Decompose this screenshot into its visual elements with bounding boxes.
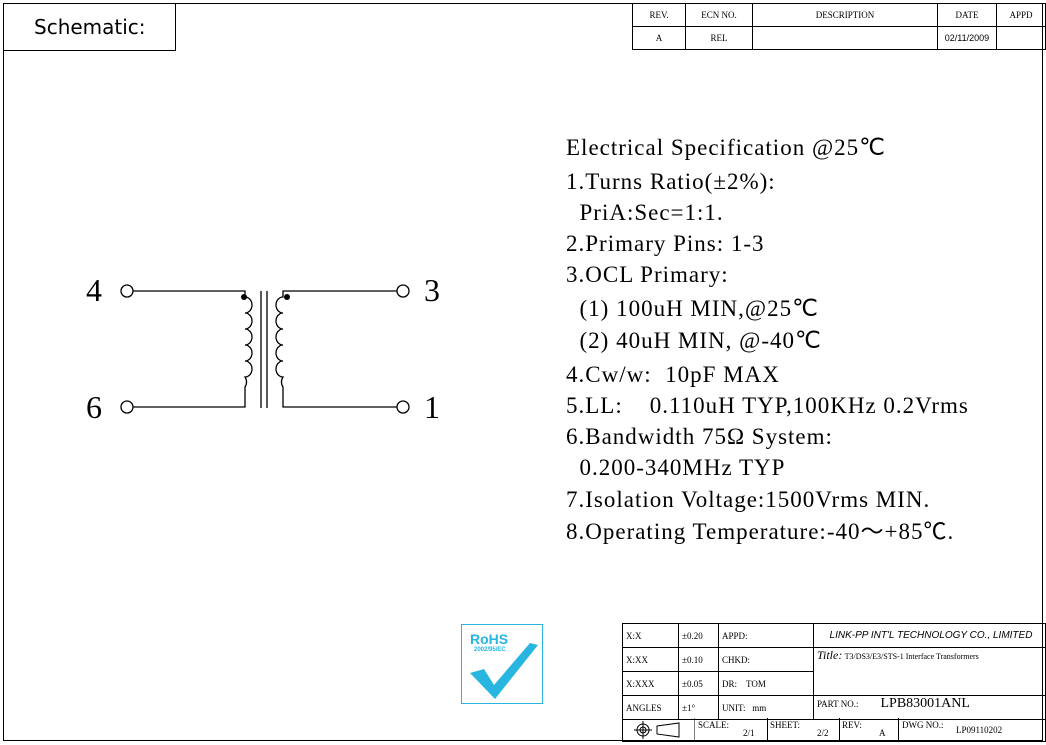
spec-line: 0.200-340MHz TYP (566, 455, 786, 480)
dr-value: TOM (746, 678, 766, 689)
scale-value: 2/1 (743, 728, 755, 738)
pin1-terminal (396, 400, 410, 414)
spec-line: 7.Isolation Voltage:1500Vrms MIN. (566, 487, 931, 512)
rev-label: REV: (842, 720, 862, 730)
projection-symbol-icon (634, 718, 695, 741)
rohs-logo: RoHS 2002/95/EC (461, 624, 543, 704)
sheet-value: 2/2 (817, 728, 829, 738)
tol-value: ±0.10 (678, 647, 719, 672)
spec-line: 5.LL: 0.110uH TYP,100KHz 0.2Vrms (566, 393, 969, 418)
tol-value: ±0.05 (678, 671, 719, 696)
description-header: DESCRIPTION (752, 3, 938, 27)
date-cell: 02/11/2009 (937, 26, 997, 50)
part-number: LPB83001ANL (880, 696, 970, 711)
primary-polarity-dot (241, 294, 247, 300)
secondary-winding (275, 290, 397, 408)
sheet-border (3, 3, 1043, 741)
appd-cell (996, 26, 1046, 50)
spec-line: 8.Operating Temperature:-40～+85℃. (566, 519, 955, 544)
pin-6-label: 6 (86, 389, 102, 425)
check-icon (470, 643, 538, 699)
secondary-polarity-dot (284, 294, 290, 300)
unit-label: UNIT: (722, 702, 746, 713)
company-name: LINK-PP INT'L TECHNOLOGY CO., LIMITED (813, 623, 1046, 648)
title-label: Title: (817, 648, 843, 662)
title-value: T3/DS3/E3/STS-1 Interface Transformers (844, 652, 979, 661)
spec-line: 1.Turns Ratio(±2%): (566, 169, 776, 194)
rev-cell: A (632, 26, 686, 50)
rohs-title: RoHS (470, 631, 509, 647)
pin-3-label: 3 (424, 272, 440, 308)
pin-1-label: 1 (424, 389, 440, 425)
revision-table: REV. ECN NO. DESCRIPTION DATE APPD A REL… (632, 3, 1046, 50)
ecn-cell: REL (685, 26, 753, 50)
spec-line: (1) 100uH MIN,@25℃ (566, 296, 819, 321)
tol-value: ±0.20 (678, 623, 719, 648)
part-label: PART NO.: (817, 699, 859, 709)
tol-label: X:XX (622, 647, 679, 672)
revision-row: A REL 02/11/2009 (632, 26, 1046, 50)
ecn-header: ECN NO. (685, 3, 753, 27)
date-header: DATE (937, 3, 997, 27)
sheet-label: SHEET: (770, 720, 801, 730)
spec-line: 4.Cw/w: 10pF MAX (566, 362, 780, 387)
pin3-terminal (396, 284, 410, 298)
primary-winding (133, 290, 253, 408)
rev-header: REV. (632, 3, 686, 27)
revision-header-row: REV. ECN NO. DESCRIPTION DATE APPD (632, 3, 1046, 27)
pin6-terminal (120, 400, 134, 414)
dwg-number: LP09110202 (956, 725, 1003, 735)
spec-line: 6.Bandwidth 75Ω System: (566, 424, 833, 449)
transformer-schematic (120, 284, 410, 414)
appd-header: APPD (996, 3, 1046, 27)
pin4-terminal (120, 284, 134, 298)
spec-line: (2) 40uH MIN, @-40℃ (566, 328, 822, 353)
title-block-bottom-row: SCALE: 2/1 SHEET: 2/2 REV: A DWG NO.: LP… (622, 718, 1046, 742)
tol-label: ANGLES (622, 695, 679, 720)
pin-4-label: 4 (86, 272, 102, 308)
appd-label: APPD: (718, 623, 814, 648)
rohs-subtitle: 2002/95/EC (474, 647, 506, 653)
scale-label: SCALE: (698, 720, 730, 730)
spec-line: PriA:Sec=1:1. (566, 200, 724, 225)
schematic-header: Schematic: (3, 3, 176, 51)
unit-value: mm (752, 702, 767, 713)
tol-value: ±1° (678, 695, 719, 720)
spec-title: Electrical Specification @25℃ (566, 135, 886, 160)
spec-line: 2.Primary Pins: 1-3 (566, 231, 765, 256)
spec-line: 3.OCL Primary: (566, 262, 729, 287)
description-cell (752, 26, 938, 50)
tol-label: X:XXX (622, 671, 679, 696)
chkd-label: CHKD: (718, 647, 814, 672)
title-block: X:X ±0.20 APPD: LINK-PP INT'L TECHNOLOGY… (622, 623, 1046, 720)
tol-label: X:X (622, 623, 679, 648)
dr-label: DR: (722, 678, 738, 689)
rev-value: A (879, 728, 886, 738)
dwg-label: DWG NO.: (902, 720, 944, 730)
schematic-label: Schematic: (34, 15, 146, 39)
